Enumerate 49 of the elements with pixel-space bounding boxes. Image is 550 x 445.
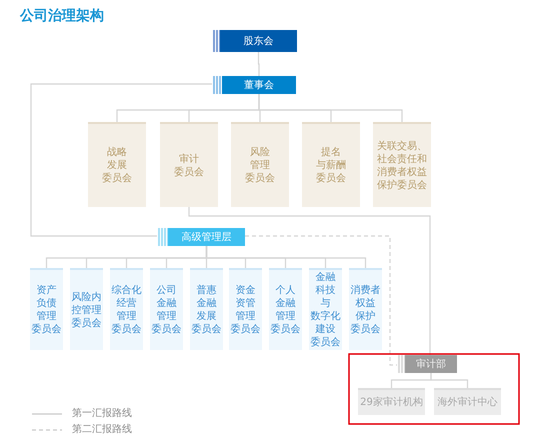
node-label: 资金资管管理委员会 xyxy=(230,284,260,336)
connector-line xyxy=(30,83,212,237)
governance-box xyxy=(212,30,297,52)
committee-box xyxy=(349,268,382,350)
governance-box xyxy=(212,76,296,94)
committee-box xyxy=(269,268,302,350)
unit-box xyxy=(358,388,425,415)
committee-box xyxy=(88,122,146,207)
committee-box xyxy=(110,268,143,350)
node-label: 风险管理委员会 xyxy=(245,146,275,185)
node-label: 战略发展委员会 xyxy=(102,146,132,185)
department-box xyxy=(397,355,457,373)
connector-line xyxy=(188,207,431,355)
node-label: 个人金融管理委员会 xyxy=(270,284,300,336)
connector-line xyxy=(245,235,397,366)
legend-text: 第二汇报路线 xyxy=(72,422,132,437)
node-label: 高级管理层 xyxy=(182,230,232,244)
committee-box xyxy=(150,268,183,350)
connector-line xyxy=(206,246,366,268)
node-label: 关联交易、社会责任和消费者权益保护委员会 xyxy=(377,140,427,192)
legend-text: 第一汇报路线 xyxy=(72,406,132,421)
committee-box xyxy=(302,122,360,207)
node-label: 普惠金融发展委员会 xyxy=(192,284,222,336)
node-label: 综合化经营管理委员会 xyxy=(112,284,142,336)
committee-box xyxy=(373,122,431,207)
connector-line xyxy=(430,373,468,388)
node-label: 董事会 xyxy=(244,78,274,92)
node-label: 提名与薪酬委员会 xyxy=(316,146,346,185)
committee-box xyxy=(229,268,262,350)
node-label: 审计部 xyxy=(416,358,446,372)
title: 公司治理架构 xyxy=(20,7,104,26)
node-label: 金融科技与数字化建设委员会 xyxy=(310,271,340,349)
committee-box xyxy=(30,268,63,350)
committee-box xyxy=(160,122,218,207)
committee-box xyxy=(231,122,289,207)
node-label: 公司金融管理委员会 xyxy=(152,284,182,336)
node-label: 消费者权益保护委员会 xyxy=(350,284,380,336)
node-label: 资产负债管理委员会 xyxy=(32,284,62,336)
connector-line xyxy=(258,94,403,122)
committee-box xyxy=(190,268,223,350)
node-label: 审计委员会 xyxy=(174,152,204,178)
unit-box xyxy=(434,388,501,415)
node-label: 海外审计中心 xyxy=(438,396,498,410)
node-label: 29家审计机构 xyxy=(360,396,423,410)
node-label: 风险内控管理委员会 xyxy=(72,290,102,330)
connector-line xyxy=(258,52,260,76)
node-label: 股东会 xyxy=(244,34,274,48)
committee-box xyxy=(70,268,103,350)
governance-box xyxy=(157,228,245,246)
